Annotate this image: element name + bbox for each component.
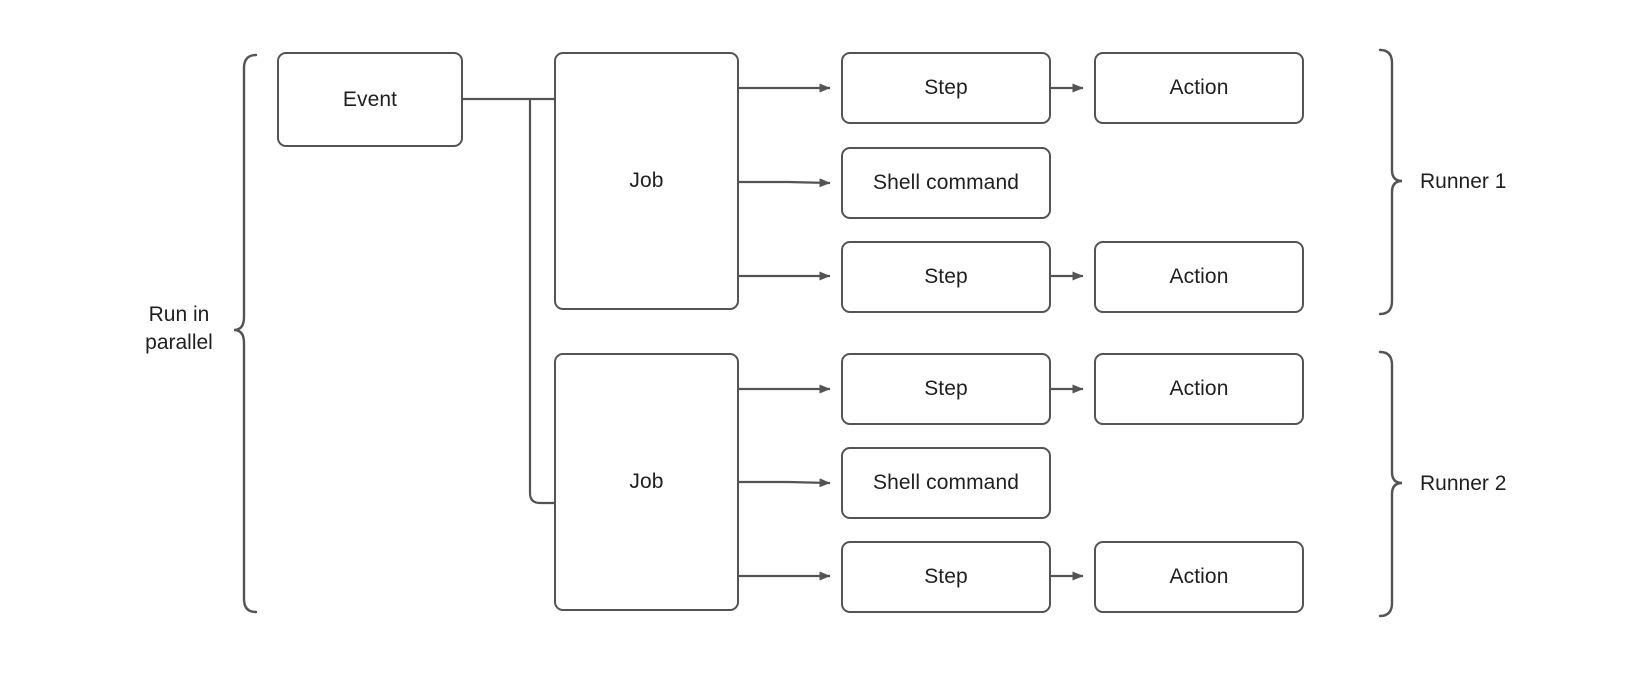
node-runner2-step-2[interactable]: Step	[841, 541, 1051, 613]
node-job-1[interactable]: Job	[554, 52, 739, 310]
node-job-2[interactable]: Job	[554, 353, 739, 611]
node-runner2-step-2-label: Step	[924, 565, 968, 589]
node-runner1-step-1-label: Step	[924, 76, 968, 100]
node-runner2-action-2[interactable]: Action	[1094, 541, 1304, 613]
node-job-1-label: Job	[629, 169, 664, 193]
node-runner1-shell-command[interactable]: Shell command	[841, 147, 1051, 219]
node-runner1-action-2[interactable]: Action	[1094, 241, 1304, 313]
runner-2-label: Runner 2	[1420, 472, 1507, 495]
node-runner2-action-1-label: Action	[1169, 377, 1229, 401]
node-runner1-action-1-label: Action	[1169, 76, 1229, 100]
node-runner2-shell-command[interactable]: Shell command	[841, 447, 1051, 519]
node-runner1-step-2-label: Step	[924, 265, 968, 289]
node-runner1-step-1[interactable]: Step	[841, 52, 1051, 124]
node-runner2-action-1[interactable]: Action	[1094, 353, 1304, 425]
node-event-label: Event	[342, 87, 398, 111]
edge-job1-to-shell	[739, 178, 831, 188]
node-event[interactable]: Event	[277, 52, 463, 147]
node-runner2-action-2-label: Action	[1169, 565, 1229, 589]
right-brace-runner-1	[1378, 48, 1403, 316]
node-runner1-action-2-label: Action	[1169, 265, 1229, 289]
runner-1-label: Runner 1	[1420, 170, 1507, 193]
node-runner2-shell-command-label: Shell command	[872, 471, 1020, 495]
node-job-2-label: Job	[629, 470, 664, 494]
node-runner2-step-1-label: Step	[924, 377, 968, 401]
right-brace-runner-2	[1378, 350, 1403, 618]
node-runner2-step-1[interactable]: Step	[841, 353, 1051, 425]
node-runner1-shell-command-label: Shell command	[872, 171, 1020, 195]
edge-job2-to-shell	[739, 478, 831, 488]
run-in-parallel-label: Run in parallel	[145, 303, 213, 355]
node-runner1-step-2[interactable]: Step	[841, 241, 1051, 313]
node-runner1-action-1[interactable]: Action	[1094, 52, 1304, 124]
